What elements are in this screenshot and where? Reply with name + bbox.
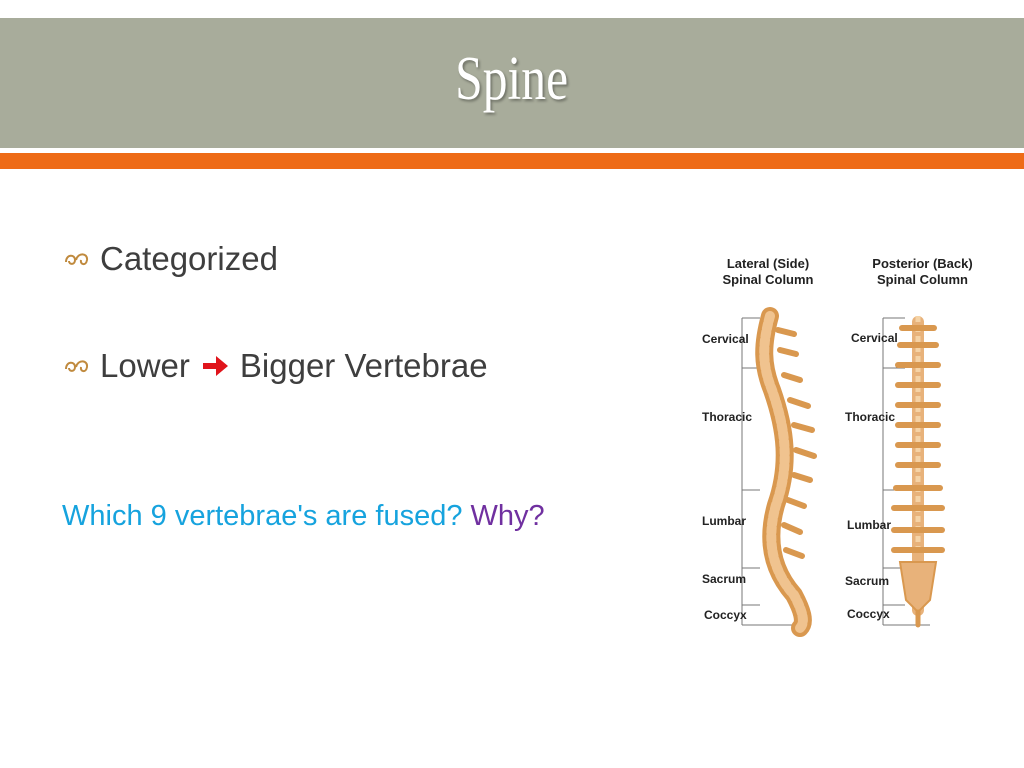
lateral-heading-line-2: Spinal Column bbox=[722, 272, 814, 287]
spine-diagram: Lateral (Side) Spinal Column Posterior (… bbox=[690, 250, 1000, 640]
lateral-label-lumbar: Lumbar bbox=[702, 514, 747, 528]
right-arrow-icon bbox=[202, 356, 228, 376]
spine-illustration bbox=[741, 307, 945, 637]
question-main: Which 9 vertebrae's are fused? bbox=[62, 500, 463, 532]
question-why: Why? bbox=[470, 500, 545, 532]
question-text: Which 9 vertebrae's are fused? Why? bbox=[62, 500, 545, 533]
bullet-swirl-icon bbox=[65, 360, 89, 373]
posterior-label-coccyx: Coccyx bbox=[847, 607, 890, 621]
title-band: Spine bbox=[0, 18, 1024, 148]
lateral-label-coccyx: Coccyx bbox=[704, 608, 747, 622]
bullet-item: Categorized bbox=[62, 240, 278, 278]
lateral-heading: Lateral (Side) Spinal Column bbox=[708, 256, 828, 288]
posterior-label-thoracic: Thoracic bbox=[845, 410, 896, 424]
bullet-swirl-icon bbox=[65, 253, 89, 266]
posterior-label-cervical: Cervical bbox=[851, 331, 898, 345]
lateral-label-cervical: Cervical bbox=[702, 332, 749, 346]
posterior-heading-line-2: Spinal Column bbox=[877, 272, 968, 287]
bullet-text-after: Bigger Vertebrae bbox=[239, 347, 488, 384]
posterior-heading-line-1: Posterior (Back) bbox=[872, 256, 973, 271]
slide-title: Spine bbox=[455, 44, 569, 113]
lateral-heading-line-1: Lateral (Side) bbox=[726, 256, 810, 271]
posterior-heading: Posterior (Back) Spinal Column bbox=[860, 256, 985, 288]
bullet-item: Lower Bigger Vertebrae bbox=[62, 347, 488, 385]
posterior-label-lumbar: Lumbar bbox=[847, 518, 892, 532]
bullet-text: Categorized bbox=[100, 240, 278, 277]
lateral-label-sacrum: Sacrum bbox=[702, 572, 747, 586]
lateral-label-thoracic: Thoracic bbox=[702, 410, 753, 424]
posterior-label-sacrum: Sacrum bbox=[845, 574, 890, 588]
bullet-text-before: Lower bbox=[100, 347, 190, 384]
accent-bar bbox=[0, 153, 1024, 169]
